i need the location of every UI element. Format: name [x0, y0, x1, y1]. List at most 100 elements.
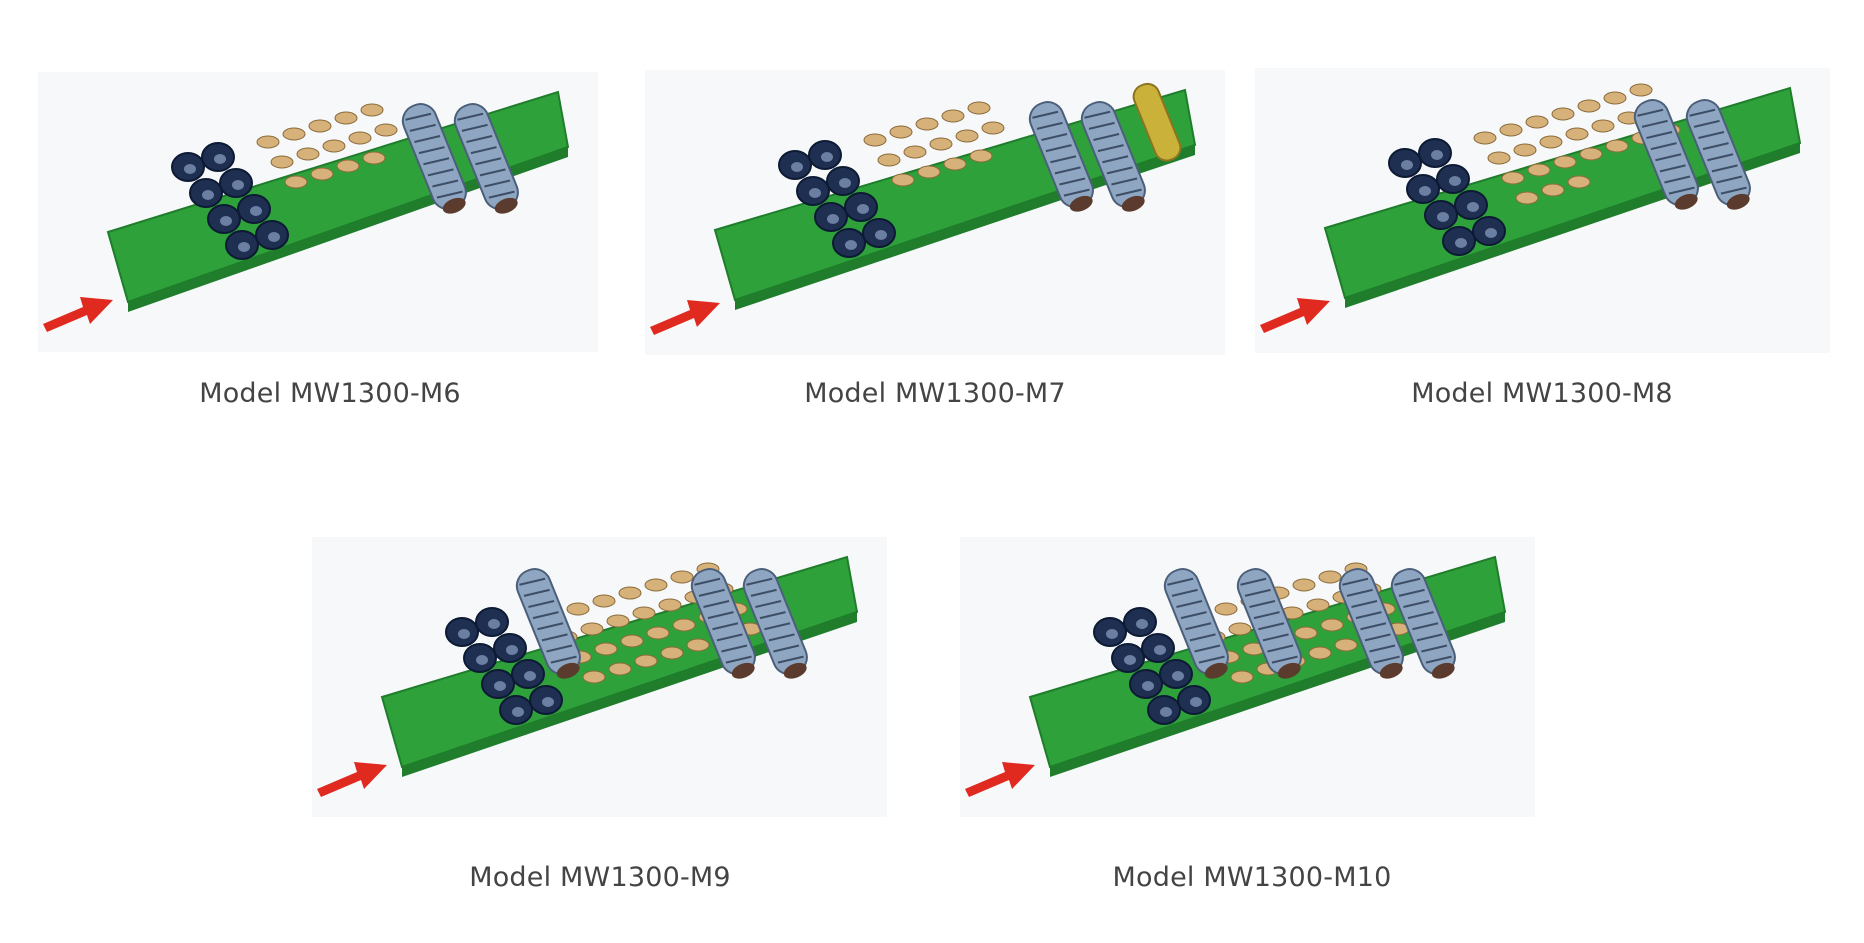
disc-brush — [943, 157, 967, 171]
roller-brush-bristle — [1045, 144, 1072, 153]
disc-brush — [632, 606, 656, 620]
roller-brush-bristle — [1262, 633, 1289, 642]
disc-brush — [969, 149, 993, 163]
brush-head-hub — [1467, 202, 1479, 212]
roller-brush — [1685, 99, 1751, 210]
roller-brush-end — [442, 197, 466, 214]
roller-brush-bristle — [1041, 133, 1068, 141]
roller-brush-bristle — [1412, 622, 1439, 631]
disc-brush — [608, 662, 632, 676]
roller-brush-end — [1726, 193, 1750, 210]
roller-brush-bristle — [1637, 108, 1664, 117]
brush-head-hub — [1449, 176, 1461, 186]
roller-brush — [1633, 99, 1699, 210]
roller-brush-bristle — [1398, 588, 1425, 597]
disc-brush — [1501, 171, 1525, 185]
roller-brush-bristle — [1036, 121, 1063, 130]
model-caption: Model MW1300-M7 — [804, 378, 1066, 409]
brush-head-hub — [1106, 629, 1118, 639]
disc-brush — [1230, 670, 1254, 684]
roller-brush-bristle — [1115, 188, 1142, 197]
roller-brush-end — [1069, 195, 1093, 212]
brush-head-hub — [1190, 697, 1202, 707]
disc-brush — [658, 598, 682, 612]
disc-brush — [256, 135, 280, 149]
feed-direction-arrow — [43, 297, 113, 332]
disc-brush — [1294, 626, 1318, 640]
brush-head-hub — [476, 655, 488, 665]
roller-brush-bristle — [528, 600, 555, 608]
disc-brush — [360, 103, 384, 117]
disc-brush — [336, 159, 360, 173]
disc-brush — [282, 127, 306, 141]
roller-brush-bristle — [1032, 110, 1059, 119]
brush-head-hub — [512, 707, 524, 717]
brush-head-hub — [821, 152, 833, 162]
disc-brush — [1513, 143, 1537, 157]
roller-brush-bristle — [1258, 622, 1285, 631]
roller-brush-bristle — [1646, 131, 1673, 139]
roller-brush-bristle — [1253, 611, 1280, 620]
brush-head-hub — [542, 697, 554, 707]
disc-brush — [877, 153, 901, 167]
roller-brush-bristle — [479, 168, 506, 177]
roller-brush-bristle — [1249, 600, 1276, 608]
brush-head-hub — [1485, 228, 1497, 238]
roller-brush-bristle — [755, 600, 782, 608]
roller-brush-bristle — [409, 123, 436, 132]
disc-brush — [1320, 618, 1344, 632]
brush-head-hub — [458, 629, 470, 639]
disc-brush — [592, 594, 616, 608]
roller-brush-bristle — [1360, 622, 1387, 631]
roller-brush — [1390, 568, 1456, 679]
roller-brush-bristle — [1659, 164, 1686, 173]
disc-brush — [308, 119, 332, 133]
roller-brush-bristle — [436, 190, 463, 199]
roller-brush-bristle — [1407, 611, 1434, 620]
roller-brush-bristle — [1664, 175, 1691, 184]
roller-brush-bristle — [457, 112, 484, 121]
disc-brush — [1527, 163, 1551, 177]
disc-brush — [566, 602, 590, 616]
feed-direction-arrow — [317, 762, 387, 797]
roller-brush-end — [731, 662, 755, 679]
disc-brush — [889, 125, 913, 139]
brush-head-hub — [809, 188, 821, 198]
roller-brush-bristle — [484, 179, 511, 188]
brush-head-hub — [875, 230, 887, 240]
disc-brush — [1579, 147, 1603, 161]
disc-brush — [1515, 191, 1539, 205]
roller-brush-bristle — [541, 633, 568, 642]
disc-brush — [606, 614, 630, 628]
roller-brush-bristle — [427, 168, 454, 177]
roller-brush-bristle — [461, 123, 488, 132]
roller-brush-bristle — [1240, 577, 1267, 586]
disc-brush — [580, 622, 604, 636]
brush-head-hub — [1401, 160, 1413, 170]
roller-brush-bristle — [1054, 166, 1081, 175]
disc-brush — [348, 131, 372, 145]
model-caption: Model MW1300-M9 — [469, 862, 731, 893]
disc-brush — [686, 638, 710, 652]
roller-brush-bristle — [1102, 155, 1129, 164]
roller-brush-bristle — [1084, 110, 1111, 119]
roller-brush-bristle — [1373, 655, 1400, 664]
roller-brush-bristle — [488, 190, 515, 199]
disc-brush — [362, 151, 386, 165]
roller-brush-bristle — [475, 157, 502, 166]
brush-head-hub — [1136, 619, 1148, 629]
disc-brush — [660, 646, 684, 660]
machine-diagram-m10 — [960, 537, 1535, 817]
roller-brush-bristle — [1351, 600, 1378, 608]
disc-brush — [929, 137, 953, 151]
roller-brush-bristle — [1425, 655, 1452, 664]
disc-brush — [374, 123, 398, 137]
roller-brush-bristle — [1171, 588, 1198, 597]
roller-brush-end — [1379, 662, 1403, 679]
brush-head-hub — [250, 206, 262, 216]
disc-brush — [334, 111, 358, 125]
roller-brush-end — [494, 197, 518, 214]
brush-head-hub — [857, 204, 869, 214]
disc-brush — [284, 175, 308, 189]
roller-brush-bristle — [1059, 177, 1086, 186]
